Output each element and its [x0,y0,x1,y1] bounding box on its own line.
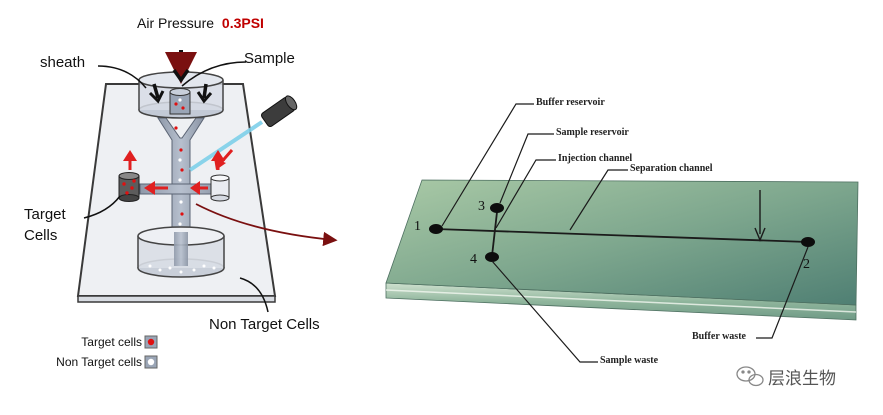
port-3 [490,203,504,213]
sample-waste-label: Sample waste [600,355,659,366]
sheath-label: sheath [40,54,86,71]
legend-dot-target [147,338,155,346]
waste-reservoir [137,226,225,278]
transition-arrow [195,203,338,247]
wechat-icon [736,366,764,387]
pusher-tube [210,174,230,202]
air-pressure-value: 0.3PSI [221,15,264,31]
channel-cells [174,126,184,226]
chip-top [385,179,859,306]
target-cells-leader [83,195,121,219]
watermark-text: 层浪生物 [768,369,836,388]
glass-slide-edge [77,295,276,303]
port-number-3: 3 [478,199,485,214]
port-1 [429,224,443,234]
air-pressure-text: Air Pressure [137,15,215,31]
sheath-arrow-right [202,83,208,99]
legend-label-target: Target cells [81,335,142,349]
sheath-arrow-left [152,83,160,99]
non-target-leader [239,277,269,313]
separation-channel-label: Separation channel [630,163,713,174]
buffer-waste-label: Buffer waste [692,331,746,342]
target-cell-tube [118,172,140,202]
legend-dot-nontarget [147,358,155,366]
laser-beam [188,120,264,172]
port-number-4: 4 [470,252,477,267]
target-cells-label-line2: Cells [24,227,58,244]
non-target-cells-label: Non Target Cells [209,316,320,333]
legend-label-nontarget: Non Target cells [56,355,142,369]
target-cells-label-line1: Target [24,206,66,223]
target-cells-label: Target Cells [24,204,66,246]
buffer-reservoir-label: Buffer reservoir [536,97,605,108]
port-number-1: 1 [414,219,421,234]
port-2 [801,237,815,247]
sheath-leader [97,65,147,89]
right-leaders [441,103,809,363]
port-4 [485,252,499,262]
air-pressure-label: Air Pressure 0.3PSI [137,15,264,31]
laser-device [260,95,298,128]
injection-channel [491,211,498,257]
sample-label: Sample [244,50,295,67]
red-arrows [123,150,225,195]
y-channel [157,117,205,233]
sample-reservoir-label: Sample reservoir [556,127,629,138]
port-number-2: 2 [803,257,810,272]
separation-channel [435,228,809,243]
sample-leader [181,61,247,87]
injection-channel-label: Injection channel [558,153,633,164]
